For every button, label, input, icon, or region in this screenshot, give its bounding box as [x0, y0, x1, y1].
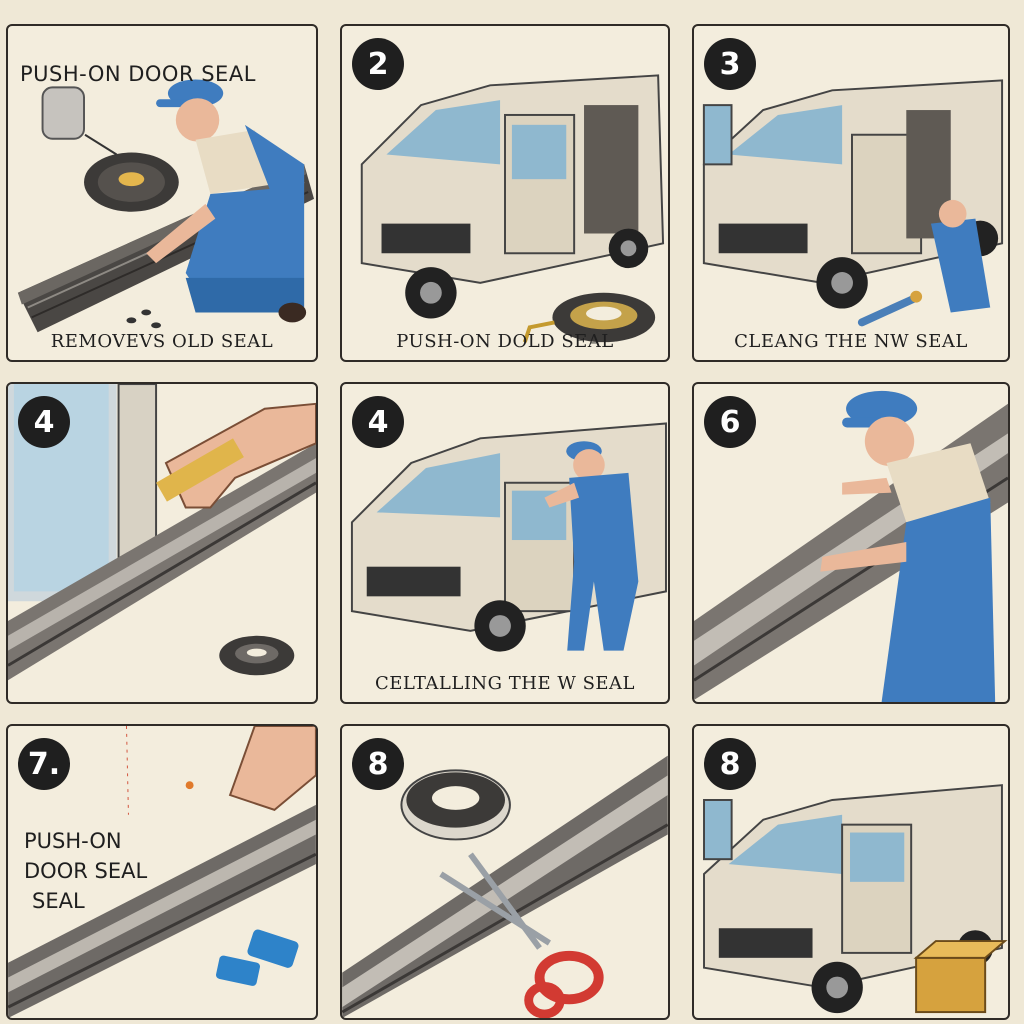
worker-icon [544, 441, 639, 651]
hand-icon [156, 402, 316, 509]
step-panel-7: 7. PUSH-ON DOOR SEAL SEAL [6, 724, 318, 1020]
panel-caption: REMOVEVS OLD SEAL [50, 331, 274, 352]
worker-icon [146, 79, 307, 323]
step-panel-4: 4 [6, 382, 318, 704]
clip-icon [216, 929, 299, 986]
step-number-badge: 4 [18, 396, 70, 448]
step-number-badge: 4 [352, 396, 404, 448]
worker-icon [930, 199, 991, 313]
step-3-illustration [702, 79, 1004, 327]
hand-icon [228, 726, 316, 811]
step-number-badge: 6 [704, 396, 756, 448]
step-2-illustration [360, 74, 665, 343]
seal-roll-icon [84, 152, 179, 212]
worker-icon [820, 390, 996, 702]
seal-strip-icon [8, 804, 316, 1018]
panel-caption: PUSH-ON DOLD SEAL [396, 331, 614, 352]
window-frame-icon [8, 384, 158, 602]
step-number-badge: 3 [704, 38, 756, 90]
step-panel-6: 6 [692, 382, 1010, 704]
seal-roll-icon [522, 292, 656, 343]
step-9-illustration [703, 784, 1008, 1014]
van-icon [360, 74, 665, 319]
seal-roll-icon [219, 635, 295, 676]
step-panel-8: 8 [340, 724, 670, 1020]
panel-title: PUSH-ON DOOR SEAL [20, 62, 256, 86]
step-1-illustration [17, 79, 315, 333]
step-7-illustration [8, 726, 316, 1018]
step-panel-9: 8 [692, 724, 1010, 1020]
step-number-badge: 8 [704, 738, 756, 790]
van-icon [703, 784, 1003, 1014]
box-icon [913, 940, 1008, 1014]
panel-caption: CLEANG THE NW SEAL [734, 331, 968, 352]
scissors-icon [439, 852, 604, 1018]
step-panel-5: 4 CELTALLING THE W SEAL [340, 382, 670, 704]
step-6-illustration [694, 390, 1008, 702]
step-panel-1: PUSH-ON DOOR SEAL REMOVEVS OLD SEAL [6, 24, 318, 362]
step-panel-3: 3 CLEANG THE NW SEAL [692, 24, 1010, 362]
step-7-line-1: PUSH-ON [24, 829, 122, 853]
step-4-illustration [8, 384, 316, 681]
step-number-badge: 2 [352, 38, 404, 90]
step-7-line-2: DOOR SEAL [24, 859, 148, 883]
tape-roll-icon [400, 769, 511, 841]
step-number-badge: 7. [18, 738, 70, 790]
step-5-illustration [350, 422, 667, 652]
step-8-illustration [342, 755, 668, 1018]
screws-icon [126, 309, 162, 329]
seal-strip-icon [342, 755, 668, 1018]
step-number-badge: 8 [352, 738, 404, 790]
step-7-label: PUSH-ON DOOR SEAL SEAL [24, 826, 147, 916]
step-panel-2: 2 PUSH-ON DOLD SEAL [340, 24, 670, 362]
seal-strip-icon [8, 443, 316, 681]
panel-caption: CELTALLING THE W SEAL [375, 673, 635, 694]
brush-icon [857, 290, 923, 327]
step-7-line-3: SEAL [32, 889, 85, 913]
door-handle-icon [41, 86, 118, 156]
